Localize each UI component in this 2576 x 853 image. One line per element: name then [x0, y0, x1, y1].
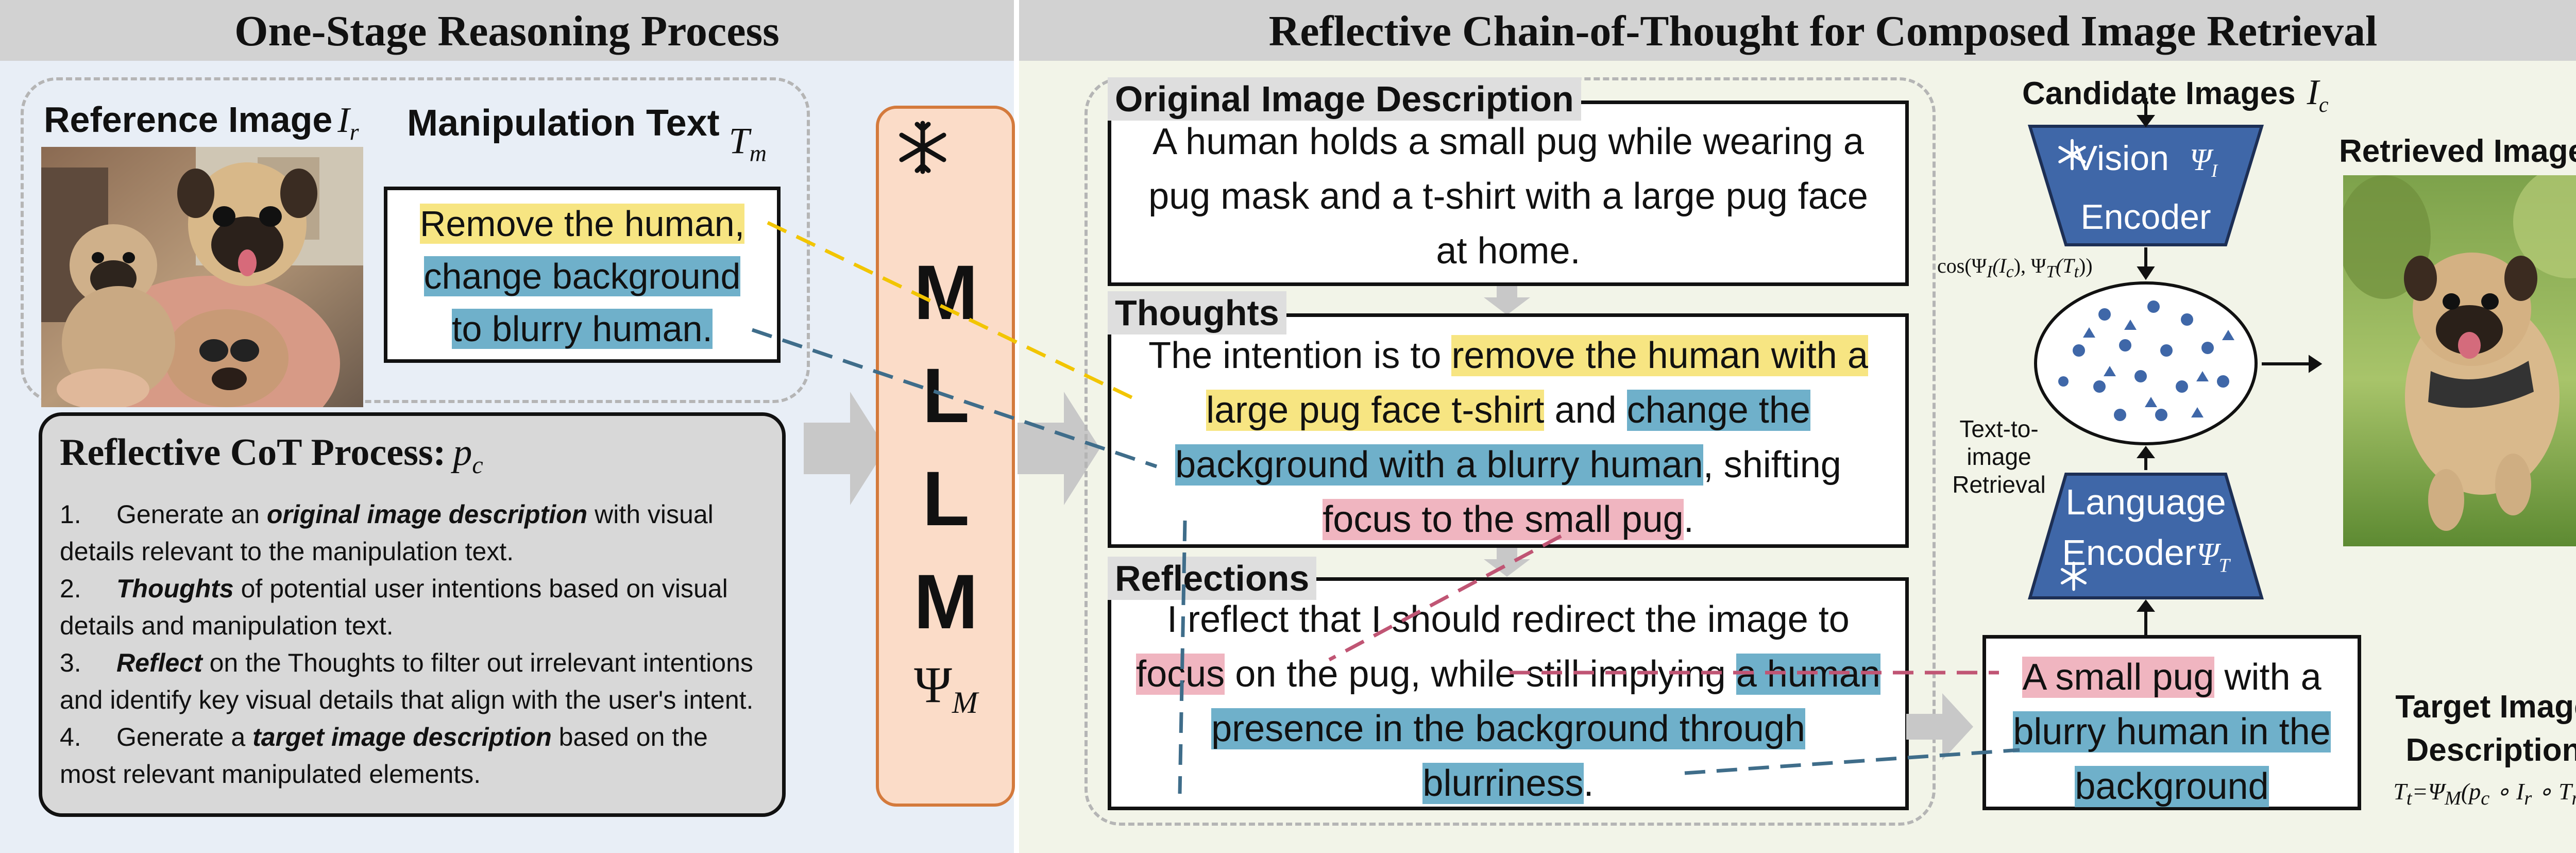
- arrow-from-mllm: [1018, 392, 1100, 505]
- thoughts-text: The intention is to remove the human wit…: [1148, 335, 1868, 540]
- language-snowflake-icon: [2060, 561, 2087, 591]
- original-description-label: Original Image Description: [1108, 77, 1581, 121]
- mllm-letter-3: L: [922, 455, 970, 542]
- reflections-highlight-focus: focus: [1136, 654, 1225, 695]
- reflective-cot-process-box: Reflective CoT Process:pc 1.Generate an …: [39, 412, 786, 817]
- thoughts-box: The intention is to remove the human wit…: [1108, 313, 1909, 548]
- cot-step-2: 2.Thoughts of potential user intentions …: [60, 574, 728, 640]
- mllm-symbol: ΨM: [914, 656, 978, 720]
- language-encoder: [2028, 473, 2264, 599]
- mllm-block: M L L M ΨM: [876, 106, 1015, 807]
- mllm-letter-1: M: [913, 249, 978, 336]
- manipulation-text-box: Remove the human, change background to b…: [384, 187, 781, 363]
- arrow-to-mllm: [804, 392, 886, 505]
- language-encoder-text: Language EncoderΨT: [2062, 482, 2230, 577]
- arrow-to-target: [1906, 693, 1973, 760]
- cot-step-3: 3.Reflect on the Thoughts to filter out …: [60, 648, 754, 714]
- encoder-flow-arrows: [2137, 98, 2323, 635]
- cot-step-4: 4.Generate a target image description ba…: [60, 722, 708, 789]
- reflections-box: I reflect that I should redirect the ima…: [1108, 577, 1909, 810]
- down-arrow-2: [1484, 548, 1530, 577]
- cot-steps: 1.Generate an original image description…: [60, 496, 765, 793]
- right-panel-title: Reflective Chain-of-Thought for Composed…: [1268, 7, 2378, 55]
- reflections-text: I reflect that I should redirect the ima…: [1136, 599, 1880, 804]
- original-description-text: A human holds a small pug while wearing …: [1148, 121, 1868, 272]
- embedding-space: [2034, 281, 2258, 445]
- manipulation-line-1: Remove the human,: [419, 204, 745, 244]
- vision-encoder: [2027, 125, 2264, 246]
- input-group-frame: [21, 77, 810, 403]
- vision-snowflake-icon: [2058, 139, 2086, 171]
- retrieved-image: [2343, 175, 2576, 546]
- cosine-similarity-formula: cos(ΨI(Ic), ΨT(Tt)): [1937, 254, 2093, 281]
- thoughts-label: Thoughts: [1108, 291, 1286, 334]
- manipulation-line-3: to blurry human.: [452, 309, 713, 349]
- thoughts-highlight-focus: focus to the small pug: [1323, 499, 1684, 540]
- target-description-box: A small pug with a blurry human in the b…: [1982, 635, 2361, 810]
- cot-step-1: 1.Generate an original image description…: [60, 499, 714, 566]
- reflections-label: Reflections: [1108, 557, 1317, 600]
- cot-title: Reflective CoT Process:pc: [60, 431, 483, 479]
- text-to-image-retrieval-label: Text-to-image Retrieval: [1952, 415, 2046, 498]
- left-title-bar: [0, 0, 1014, 61]
- retrieved-image-label: Retrieved Image: [2339, 133, 2576, 169]
- right-title-bar: [1019, 0, 2576, 61]
- target-formula: Tt=ΨM(pc ∘ Ir ∘ Tm): [2393, 778, 2576, 810]
- manipulation-line-2: change background: [423, 256, 741, 296]
- snowflake-icon: [899, 121, 946, 174]
- mllm-letter-4: M: [913, 558, 978, 645]
- target-description-label: Target Image Description: [2395, 689, 2576, 768]
- reference-image: [41, 147, 363, 407]
- original-description-box: A human holds a small pug while wearing …: [1108, 101, 1909, 286]
- down-arrow-1: [1484, 286, 1530, 315]
- target-highlight-pug: A small pug: [2022, 657, 2214, 698]
- left-panel-title: One-Stage Reasoning Process: [234, 7, 779, 55]
